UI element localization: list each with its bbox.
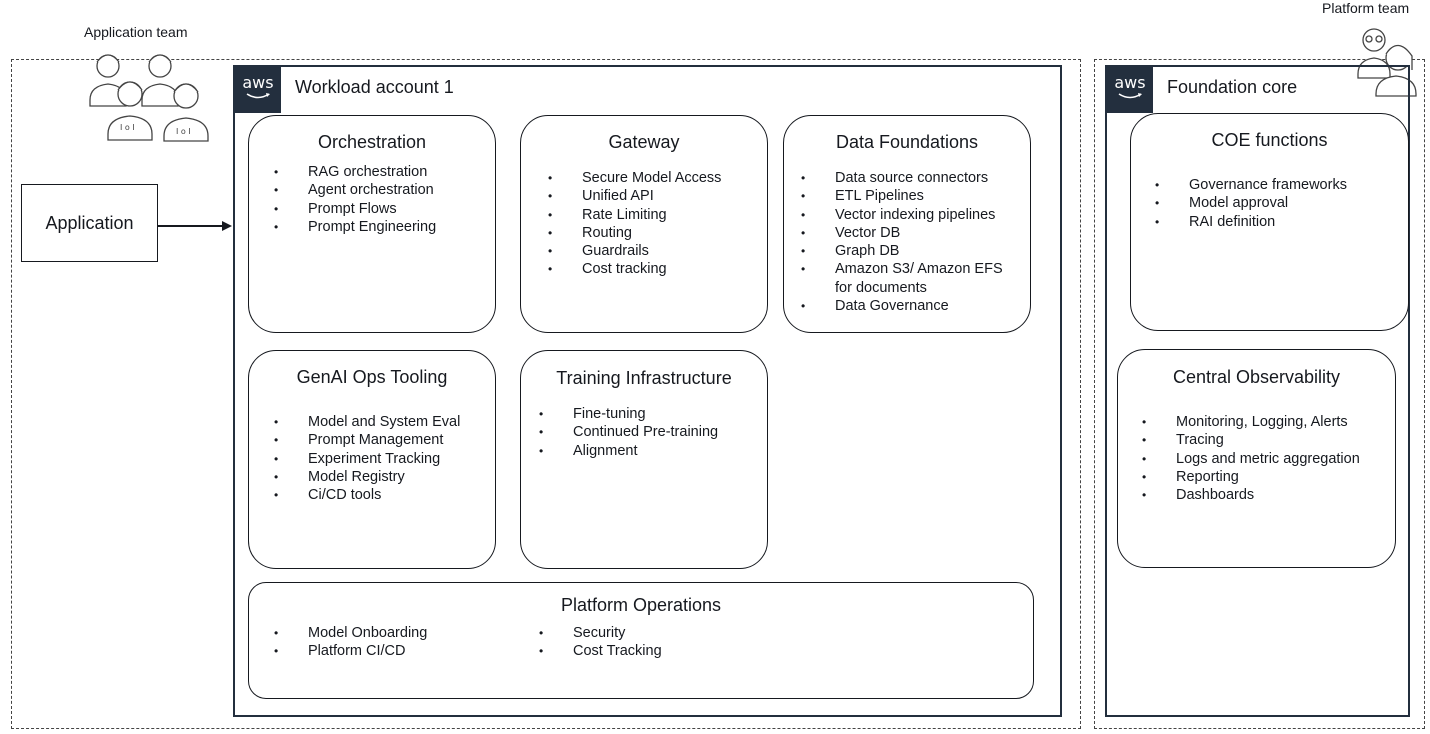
list-item: Agent orchestration (274, 181, 436, 200)
list-item: Alignment (539, 442, 718, 461)
foundation-core-account: aws Foundation core (1105, 65, 1410, 717)
coe-functions-title: COE functions (1211, 130, 1328, 150)
platform-team-region (1094, 59, 1425, 729)
list-item: Routing (548, 224, 721, 243)
list-item: Data Governance (801, 297, 1003, 316)
platform-people-icon (1357, 28, 1417, 97)
list-item: Graph DB (801, 242, 1003, 261)
list-item: Ci/CD tools (274, 486, 460, 505)
workload-account-title: Workload account 1 (295, 77, 454, 97)
list-item: Model and System Eval (274, 413, 460, 432)
list-item: RAG orchestration (274, 163, 436, 182)
training-box: Training Infrastructure Fine-tuning Cont… (520, 350, 768, 569)
data-foundations-list: Data source connectors ETL Pipelines Vec… (801, 169, 1003, 316)
list-item: Model approval (1155, 194, 1347, 213)
list-item: Data source connectors (801, 169, 1003, 188)
orchestration-box: Orchestration RAG orchestration Agent or… (248, 115, 496, 333)
list-item: for documents (835, 279, 927, 296)
list-item: Vector DB (801, 224, 1003, 243)
coe-functions-box: COE functions Governance frameworks Mode… (1130, 113, 1409, 331)
genai-ops-title: GenAI Ops Tooling (296, 367, 448, 387)
orchestration-title: Orchestration (317, 132, 427, 152)
orchestration-list: RAG orchestration Agent orchestration Pr… (274, 163, 436, 236)
foundation-core-title: Foundation core (1167, 77, 1298, 97)
list-item: Vector indexing pipelines (801, 206, 1003, 225)
svg-text:I o I: I o I (120, 123, 135, 132)
people-group-icon: I o I I o I (89, 54, 209, 142)
list-item: RAI definition (1155, 213, 1347, 232)
list-item: Guardrails (548, 242, 721, 261)
gateway-box: Gateway Secure Model Access Unified API … (520, 115, 768, 333)
gateway-list: Secure Model Access Unified API Rate Lim… (548, 169, 721, 279)
list-item: Prompt Engineering (274, 218, 436, 237)
application-team-label: Application team (84, 24, 188, 40)
data-foundations-title: Data Foundations (835, 132, 979, 152)
list-item: Governance frameworks (1155, 176, 1347, 195)
list-item: Secure Model Access (548, 169, 721, 188)
list-item: Amazon S3/ Amazon EFS (801, 260, 1003, 279)
list-item: Prompt Management (274, 431, 460, 450)
aws-logo-text: aws (242, 73, 274, 92)
aws-logo-text: aws (1114, 73, 1146, 92)
list-item: Continued Pre-training (539, 423, 718, 442)
workload-account: aws Workload account 1 (233, 65, 1062, 717)
application-arrow (158, 221, 232, 231)
list-item: Cost Tracking (539, 642, 662, 661)
list-item: Cost tracking (548, 260, 721, 279)
list-item: Fine-tuning (539, 405, 718, 424)
list-item: Tracing (1142, 431, 1360, 450)
platform-ops-box: Platform Operations Model Onboarding Pla… (248, 582, 1034, 699)
list-item: Logs and metric aggregation (1142, 450, 1360, 469)
list-item: Security (539, 624, 662, 643)
central-observability-box: Central Observability Monitoring, Loggin… (1117, 349, 1396, 568)
list-item: Experiment Tracking (274, 450, 460, 469)
list-item: Monitoring, Logging, Alerts (1142, 413, 1360, 432)
platform-team-label: Platform team (1322, 0, 1410, 16)
list-item: Dashboards (1142, 486, 1360, 505)
central-observability-title: Central Observability (1172, 367, 1341, 387)
training-title: Training Infrastructure (556, 368, 732, 388)
list-item: Reporting (1142, 468, 1360, 487)
list-item: Unified API (548, 187, 721, 206)
platform-ops-list-right: Security Cost Tracking (539, 624, 662, 661)
genai-ops-list: Model and System Eval Prompt Management … (274, 413, 460, 505)
aws-logo-icon: aws (235, 67, 281, 113)
data-foundations-box: Data Foundations Data source connectors … (783, 115, 1031, 333)
application-box: Application (21, 184, 158, 262)
list-item: Prompt Flows (274, 200, 436, 219)
training-list: Fine-tuning Continued Pre-training Align… (539, 405, 718, 460)
aws-logo-icon: aws (1107, 67, 1153, 113)
platform-ops-title: Platform Operations (560, 595, 722, 615)
genai-ops-box: GenAI Ops Tooling Model and System Eval … (248, 350, 496, 569)
list-item: ETL Pipelines (801, 187, 1003, 206)
list-item: Model Registry (274, 468, 460, 487)
application-team-region (11, 59, 1081, 729)
coe-functions-list: Governance frameworks Model approval RAI… (1155, 176, 1347, 231)
central-observability-list: Monitoring, Logging, Alerts Tracing Logs… (1142, 413, 1360, 505)
list-item: Platform CI/CD (274, 642, 427, 661)
gateway-title: Gateway (608, 132, 680, 152)
list-item: Rate Limiting (548, 206, 721, 225)
platform-ops-list-left: Model Onboarding Platform CI/CD (274, 624, 427, 661)
svg-text:I o I: I o I (176, 127, 191, 136)
list-item: Model Onboarding (274, 624, 427, 643)
